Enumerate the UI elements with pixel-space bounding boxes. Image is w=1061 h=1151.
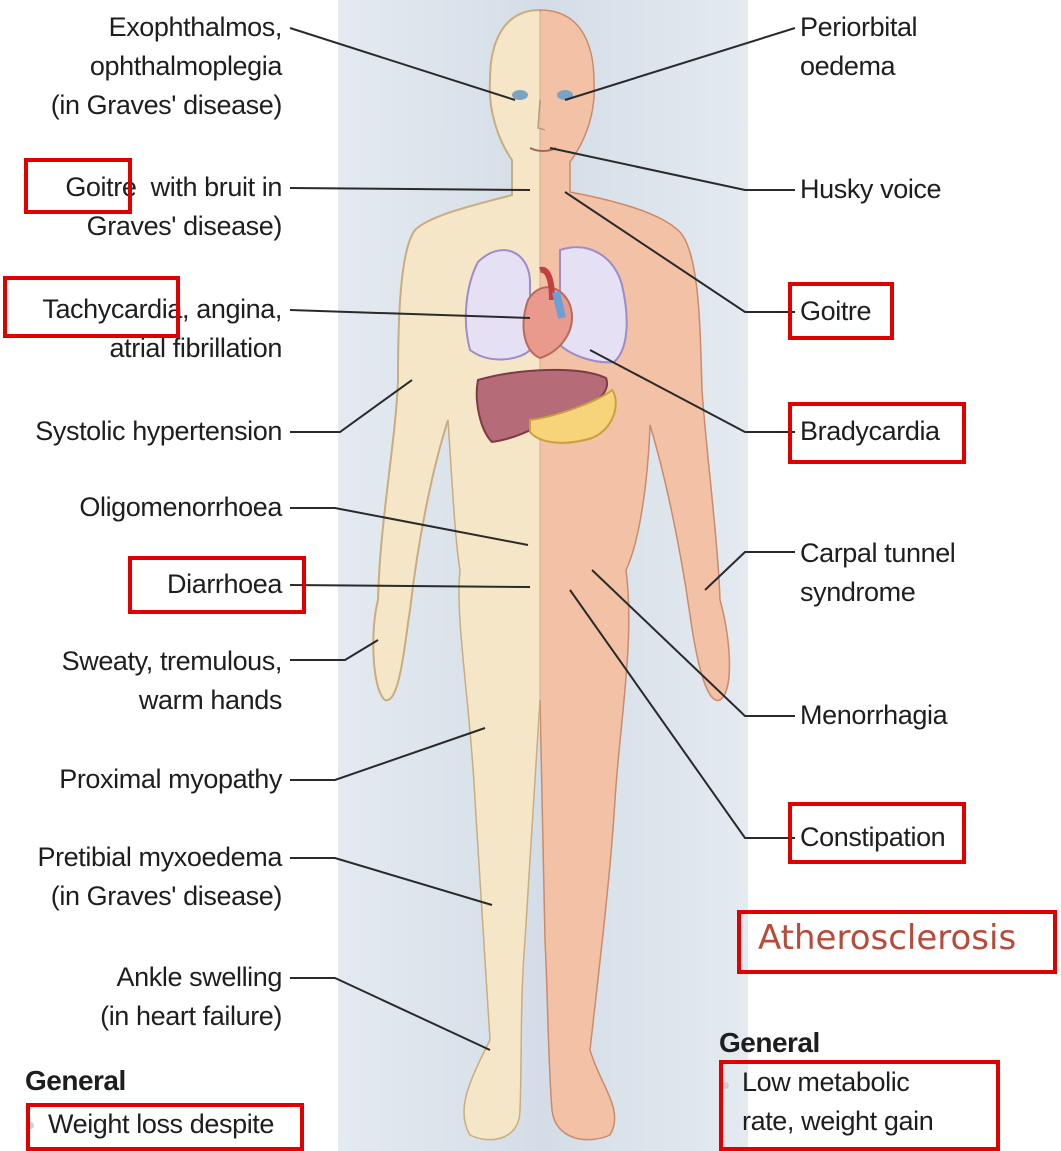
label-oligomenorrhoea: Oligomenorrhoea (79, 488, 282, 527)
label-menorrhagia: Menorrhagia (800, 696, 947, 735)
label-systolic-hypertension: Systolic hypertension (35, 412, 282, 451)
label-exophthalmos: Exophthalmos, ophthalmoplegia (in Graves… (51, 8, 282, 125)
label-ankle-swelling: Ankle swelling (in heart failure) (100, 958, 282, 1036)
label-proximal-myopathy: Proximal myopathy (59, 760, 282, 799)
highlight-goitre-right (788, 282, 894, 340)
highlight-tachycardia (3, 276, 180, 338)
highlight-bradycardia (788, 402, 966, 464)
highlight-diarrhoea (128, 556, 306, 614)
label-periorbital-oedema: Periorbital oedema (800, 8, 917, 86)
highlight-weight-loss (26, 1103, 304, 1151)
label-carpal-tunnel: Carpal tunnel syndrome (800, 534, 955, 612)
highlight-constipation (788, 802, 966, 864)
label-sweaty-hands: Sweaty, tremulous, warm hands (62, 642, 282, 720)
general-left-header: General (25, 1065, 126, 1097)
general-right-header: General (719, 1027, 820, 1059)
highlight-low-metabolic (719, 1060, 1000, 1151)
label-pretibial-myxoedema: Pretibial myxoedema (in Graves' disease) (37, 838, 282, 916)
highlight-atherosclerosis (737, 910, 1057, 974)
highlight-goitre-left (24, 158, 132, 214)
label-husky-voice: Husky voice (800, 170, 941, 209)
